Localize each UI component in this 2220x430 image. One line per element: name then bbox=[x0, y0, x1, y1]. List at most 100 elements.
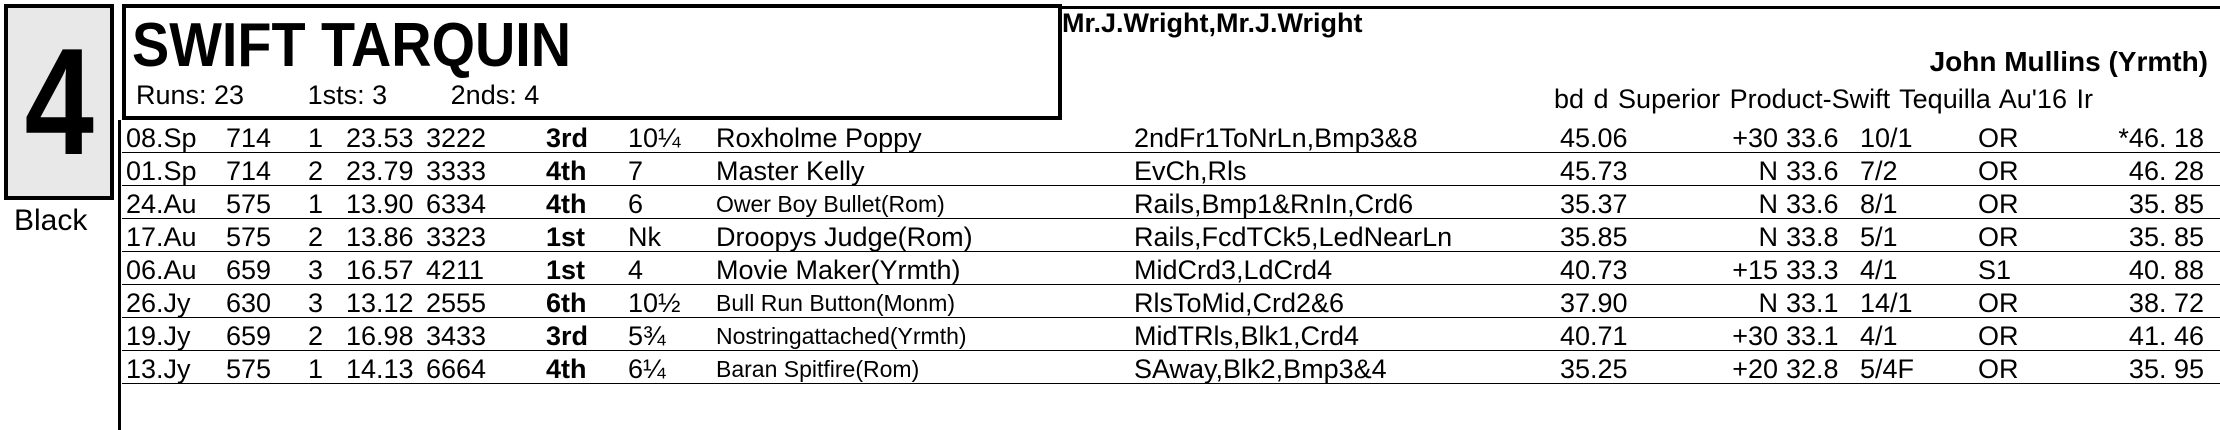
race-distance-beaten: 5¾ bbox=[628, 321, 666, 351]
race-run-time: 35.85 bbox=[1560, 222, 1628, 252]
race-trap: 1 bbox=[308, 354, 324, 384]
breeding-line: bd d Superior Product-Swift Tequilla Au'… bbox=[1554, 84, 2093, 114]
race-going: +30 bbox=[1732, 321, 1778, 351]
trap-number: 4 bbox=[24, 17, 94, 187]
race-bend-positions: 3222 bbox=[426, 123, 487, 153]
race-trap: 2 bbox=[308, 156, 324, 186]
race-grade: S1 bbox=[1978, 255, 2012, 285]
race-trap: 3 bbox=[308, 255, 324, 285]
race-bend-positions: 2555 bbox=[426, 288, 487, 318]
race-going: +15 bbox=[1732, 255, 1778, 285]
race-weight: 32.8 bbox=[1786, 354, 1839, 384]
form-row: 13.Jy 575 1 14.13 6664 4th 6¼ Baran Spit… bbox=[122, 351, 2220, 384]
race-starting-price: 10/1 bbox=[1860, 123, 1913, 153]
race-weight: 33.6 bbox=[1786, 156, 1839, 186]
race-calculated-time: 46. 28 bbox=[2128, 156, 2204, 186]
race-distance-track: 575 bbox=[226, 189, 272, 219]
race-run-time: 35.25 bbox=[1560, 354, 1628, 384]
race-calculated-time: 41. 46 bbox=[2128, 321, 2204, 351]
race-trap: 1 bbox=[308, 123, 324, 153]
race-distance-track: 714 bbox=[226, 123, 272, 153]
race-winner: Master Kelly bbox=[716, 156, 865, 186]
race-calculated-time: 35. 85 bbox=[2128, 222, 2204, 252]
race-weight: 33.3 bbox=[1786, 255, 1839, 285]
form-row: 06.Au 659 3 16.57 4211 1st 4 Movie Maker… bbox=[122, 252, 2220, 285]
race-finish-position: 1st bbox=[546, 222, 586, 252]
race-distance-track: 630 bbox=[226, 288, 272, 318]
race-weight: 33.1 bbox=[1786, 321, 1839, 351]
race-run-time: 37.90 bbox=[1560, 288, 1628, 318]
race-sectional-time: 23.53 bbox=[346, 123, 414, 153]
race-run-time: 45.06 bbox=[1560, 123, 1628, 153]
form-row: 01.Sp 714 2 23.79 3333 4th 7 Master Kell… bbox=[122, 153, 2220, 186]
trap-colour: Black bbox=[14, 204, 88, 237]
race-winner: Movie Maker(Yrmth) bbox=[716, 255, 961, 285]
race-sectional-time: 16.57 bbox=[346, 255, 414, 285]
race-bend-positions: 6664 bbox=[426, 354, 487, 384]
race-distance-beaten: 10¼ bbox=[628, 123, 681, 153]
race-grade: OR bbox=[1978, 288, 2019, 318]
race-finish-position: 6th bbox=[546, 288, 587, 318]
race-going: N bbox=[1758, 222, 1779, 252]
race-trap: 2 bbox=[308, 321, 324, 351]
race-comment: 2ndFr1ToNrLn,Bmp3&8 bbox=[1134, 123, 1418, 153]
race-starting-price: 7/2 bbox=[1860, 156, 1898, 186]
race-finish-position: 3rd bbox=[546, 321, 589, 351]
race-run-time: 35.37 bbox=[1560, 189, 1628, 219]
race-comment: EvCh,Rls bbox=[1134, 156, 1247, 186]
race-winner: Bull Run Button(Monm) bbox=[716, 290, 956, 316]
owner: Mr.J.Wright,Mr.J.Wright bbox=[1062, 8, 1363, 38]
race-bend-positions: 4211 bbox=[426, 255, 485, 285]
race-date: 26.Jy bbox=[126, 288, 191, 318]
race-going: +20 bbox=[1732, 354, 1778, 384]
race-distance-track: 659 bbox=[226, 321, 272, 351]
race-distance-beaten: 6 bbox=[628, 189, 644, 219]
form-table: 08.Sp 714 1 23.53 3222 3rd 10¼ Roxholme … bbox=[122, 120, 2220, 384]
race-trap: 1 bbox=[308, 189, 324, 219]
race-distance-beaten: 6¼ bbox=[628, 354, 666, 384]
race-starting-price: 4/1 bbox=[1860, 255, 1898, 285]
race-trap: 2 bbox=[308, 222, 324, 252]
firsts-count: 1sts: 3 bbox=[307, 80, 388, 110]
race-run-time: 40.73 bbox=[1560, 255, 1628, 285]
race-weight: 33.1 bbox=[1786, 288, 1839, 318]
race-sectional-time: 13.12 bbox=[346, 288, 414, 318]
race-grade: OR bbox=[1978, 156, 2019, 186]
form-row: 17.Au 575 2 13.86 3323 1st Nk Droopys Ju… bbox=[122, 219, 2220, 252]
race-starting-price: 5/4F bbox=[1860, 354, 1915, 384]
trainer: John Mullins (Yrmth) bbox=[1929, 46, 2208, 77]
race-date: 24.Au bbox=[126, 189, 197, 219]
race-bend-positions: 6334 bbox=[426, 189, 487, 219]
race-going: +30 bbox=[1732, 123, 1778, 153]
race-comment: SAway,Blk2,Bmp3&4 bbox=[1134, 354, 1387, 384]
trap-number-box: 4 bbox=[4, 4, 114, 200]
race-winner: Ower Boy Bullet(Rom) bbox=[716, 191, 945, 217]
race-starting-price: 8/1 bbox=[1860, 189, 1898, 219]
race-bend-positions: 3433 bbox=[426, 321, 487, 351]
race-date: 17.Au bbox=[126, 222, 197, 252]
race-distance-beaten: 10½ bbox=[628, 288, 681, 318]
race-calculated-time: *46. 18 bbox=[2118, 123, 2204, 153]
form-row: 08.Sp 714 1 23.53 3222 3rd 10¼ Roxholme … bbox=[122, 120, 2220, 153]
race-distance-track: 714 bbox=[226, 156, 272, 186]
race-comment: Rails,Bmp1&RnIn,Crd6 bbox=[1134, 189, 1414, 219]
race-distance-track: 575 bbox=[226, 354, 272, 384]
race-starting-price: 5/1 bbox=[1860, 222, 1898, 252]
dog-stats: Runs: 23 1sts: 3 2nds: 4 bbox=[136, 80, 595, 111]
race-winner: Roxholme Poppy bbox=[716, 123, 922, 153]
race-sectional-time: 13.86 bbox=[346, 222, 414, 252]
dog-header-box: SWIFT TARQUIN Runs: 23 1sts: 3 2nds: 4 bbox=[122, 4, 1062, 120]
race-grade: OR bbox=[1978, 123, 2019, 153]
form-left-divider bbox=[118, 120, 121, 430]
race-sectional-time: 14.13 bbox=[346, 354, 414, 384]
race-calculated-time: 35. 85 bbox=[2128, 189, 2204, 219]
top-divider bbox=[1062, 6, 2220, 9]
race-winner: Baran Spitfire(Rom) bbox=[716, 356, 920, 382]
race-sectional-time: 16.98 bbox=[346, 321, 414, 351]
race-calculated-time: 38. 72 bbox=[2128, 288, 2204, 318]
race-date: 06.Au bbox=[126, 255, 197, 285]
race-calculated-time: 35. 95 bbox=[2128, 354, 2204, 384]
runs-count: Runs: 23 bbox=[136, 80, 245, 110]
race-winner: Droopys Judge(Rom) bbox=[716, 222, 973, 252]
race-grade: OR bbox=[1978, 354, 2019, 384]
